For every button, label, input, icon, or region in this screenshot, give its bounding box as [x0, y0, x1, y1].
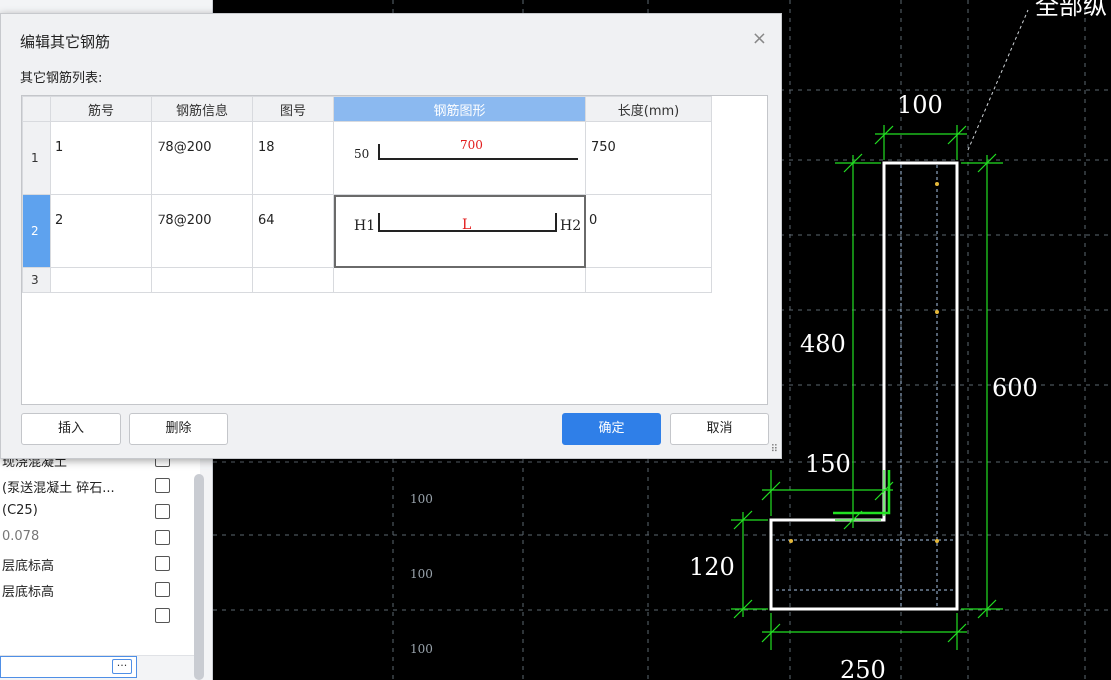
- property-row[interactable]: 层底标高: [0, 551, 200, 578]
- table-row[interactable]: 3: [22, 267, 712, 293]
- grid-lines: [213, 0, 1111, 680]
- fig-no-cell[interactable]: 64: [252, 194, 334, 268]
- length-cell[interactable]: 750: [585, 121, 712, 195]
- rebar-table: 筋号 钢筋信息 图号 钢筋图形 长度(mm) 1 1 ⹒8@200 18: [22, 96, 712, 293]
- property-value: (泵送混凝土 碎石...: [2, 481, 115, 496]
- column-header-info[interactable]: 钢筋信息: [151, 96, 253, 122]
- edit-other-rebar-dialog: 编辑其它钢筋 × 其它钢筋列表: 筋号 钢筋信息 图号 钢筋图形 长度(mm): [0, 13, 782, 459]
- rebar-info-cell[interactable]: ⹒8@200: [151, 194, 253, 268]
- property-value: (C25): [2, 503, 38, 518]
- corner-label: 全部纵: [1035, 0, 1107, 20]
- close-icon[interactable]: ×: [751, 28, 767, 49]
- rebar-shape-drawing: H1 L H2: [354, 213, 581, 234]
- property-value: 0.078: [2, 529, 40, 544]
- table-row[interactable]: 2 2 ⹒8@200 64 H1 L H2 0: [22, 194, 712, 268]
- property-value: 层底标高: [2, 559, 55, 574]
- rebar-table-container: 筋号 钢筋信息 图号 钢筋图形 长度(mm) 1 1 ⹒8@200 18: [21, 95, 768, 405]
- column-header-shape[interactable]: 钢筋图形: [333, 96, 586, 122]
- rebar-shape-drawing: 50 700: [354, 138, 578, 161]
- property-checkbox[interactable]: [155, 556, 170, 571]
- row-index[interactable]: 1: [22, 121, 51, 195]
- dialog-title: 编辑其它钢筋: [20, 33, 111, 51]
- row-index[interactable]: 3: [22, 267, 51, 293]
- rebar-shape-cell[interactable]: 50 700: [333, 121, 586, 195]
- dim-top: 100: [897, 91, 943, 119]
- property-checkbox[interactable]: [155, 608, 170, 623]
- property-row[interactable]: [0, 603, 200, 630]
- property-input[interactable]: ···: [0, 656, 137, 678]
- grid-label: 100: [410, 642, 433, 656]
- property-checkbox[interactable]: [155, 530, 170, 545]
- more-options-button[interactable]: ···: [112, 659, 132, 674]
- bar-no-cell[interactable]: 1: [50, 121, 152, 195]
- dim-bottom-left: 120: [689, 553, 735, 581]
- property-checkbox[interactable]: [155, 478, 170, 493]
- property-checkbox[interactable]: [155, 504, 170, 519]
- inner-rebar-lines: [776, 165, 957, 610]
- rebar-shape-cell[interactable]: H1 L H2: [333, 194, 586, 268]
- length-cell[interactable]: 0: [585, 194, 712, 268]
- resize-grip-icon[interactable]: ⠿: [770, 444, 778, 455]
- column-header-length[interactable]: 长度(mm): [585, 96, 712, 122]
- property-row[interactable]: (泵送混凝土 碎石...: [0, 473, 200, 500]
- property-row[interactable]: 0.078: [0, 525, 200, 552]
- row-index[interactable]: 2: [22, 194, 51, 268]
- panel-scrollbar[interactable]: [194, 474, 204, 680]
- bar-no-cell[interactable]: 2: [50, 194, 152, 268]
- property-row[interactable]: 层底标高: [0, 577, 200, 604]
- highlighted-rebar: [833, 470, 891, 515]
- property-row[interactable]: (C25): [0, 499, 200, 526]
- length-cell[interactable]: [585, 267, 712, 293]
- column-header-index[interactable]: [22, 96, 51, 122]
- rebar-info-cell[interactable]: ⹒8@200: [151, 121, 253, 195]
- insert-button[interactable]: 插入: [21, 413, 121, 445]
- delete-button[interactable]: 删除: [129, 413, 228, 445]
- column-header-fig-no[interactable]: 图号: [252, 96, 334, 122]
- rebar-list-label: 其它钢筋列表:: [20, 71, 103, 86]
- leader-line: [967, 9, 1029, 151]
- column-header-bar-no[interactable]: 筋号: [50, 96, 152, 122]
- property-checkbox[interactable]: [155, 582, 170, 597]
- shape-right-value: H2: [560, 218, 581, 234]
- table-row[interactable]: 1 1 ⹒8@200 18 50 700 750: [22, 121, 712, 195]
- bar-no-cell[interactable]: [50, 267, 152, 293]
- shape-mid-value: L: [462, 217, 471, 233]
- fig-no-cell[interactable]: [252, 267, 334, 293]
- property-row[interactable]: [0, 629, 200, 656]
- dim-bottom: 250: [840, 656, 886, 680]
- dim-mid-left: 480: [800, 330, 846, 358]
- dim-notch: 150: [805, 450, 851, 478]
- rebar-info-cell[interactable]: [151, 267, 253, 293]
- grid-label: 100: [410, 567, 433, 581]
- rebar-shape-cell[interactable]: [333, 267, 586, 293]
- shape-mid-value: 700: [460, 138, 483, 152]
- ok-button[interactable]: 确定: [562, 413, 661, 445]
- grid-label: 100: [410, 492, 433, 506]
- shape-left-value: H1: [354, 218, 375, 234]
- dimension-lines: [731, 125, 1003, 650]
- cancel-button[interactable]: 取消: [670, 413, 769, 445]
- dim-right: 600: [992, 374, 1038, 402]
- section-outline: [769, 161, 959, 611]
- fig-no-cell[interactable]: 18: [252, 121, 334, 195]
- shape-left-value: 50: [354, 147, 369, 161]
- property-value: 层底标高: [2, 585, 55, 600]
